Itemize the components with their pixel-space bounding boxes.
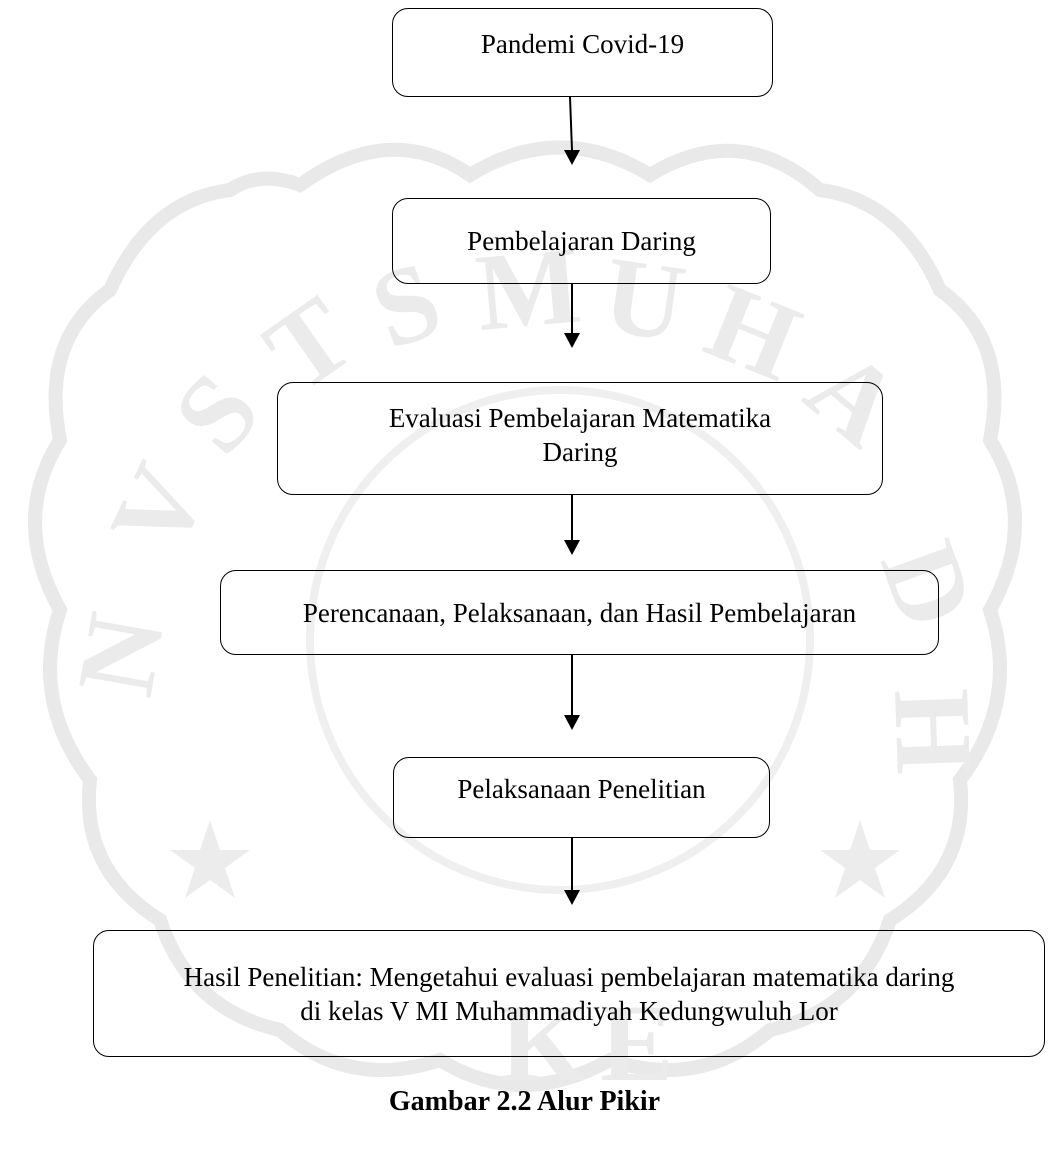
star-icon bbox=[170, 820, 250, 898]
watermark-letter: H bbox=[871, 687, 996, 777]
watermark-letter: E bbox=[600, 982, 673, 1104]
star-icon bbox=[820, 820, 900, 898]
node-pelaksanaan-penelitian: Pelaksanaan Penelitian bbox=[393, 757, 770, 838]
arrowhead-4 bbox=[564, 715, 580, 730]
watermark-letter: U bbox=[597, 233, 693, 365]
arrowhead-3 bbox=[564, 540, 580, 555]
node-evaluasi-pembelajaran: Evaluasi Pembelajaran Matematika Daring bbox=[277, 382, 883, 495]
node-pandemi-covid: Pandemi Covid-19 bbox=[392, 8, 773, 97]
node-perencanaan-pelaksanaan-hasil: Perencanaan, Pelaksanaan, dan Hasil Pemb… bbox=[220, 570, 939, 655]
arrowhead-5 bbox=[564, 890, 580, 905]
node-hasil-penelitian: Hasil Penelitian: Mengetahui evaluasi pe… bbox=[93, 930, 1045, 1057]
arrow-1-to-2 bbox=[569, 96, 573, 151]
figure-caption: Gambar 2.2 Alur Pikir bbox=[388, 1086, 661, 1117]
node-pembelajaran-daring: Pembelajaran Daring bbox=[392, 198, 771, 284]
watermark-letter: K bbox=[500, 982, 586, 1104]
watermark-letter: M bbox=[471, 223, 585, 354]
arrowhead-2 bbox=[564, 333, 580, 348]
arrowhead-1 bbox=[564, 150, 580, 165]
